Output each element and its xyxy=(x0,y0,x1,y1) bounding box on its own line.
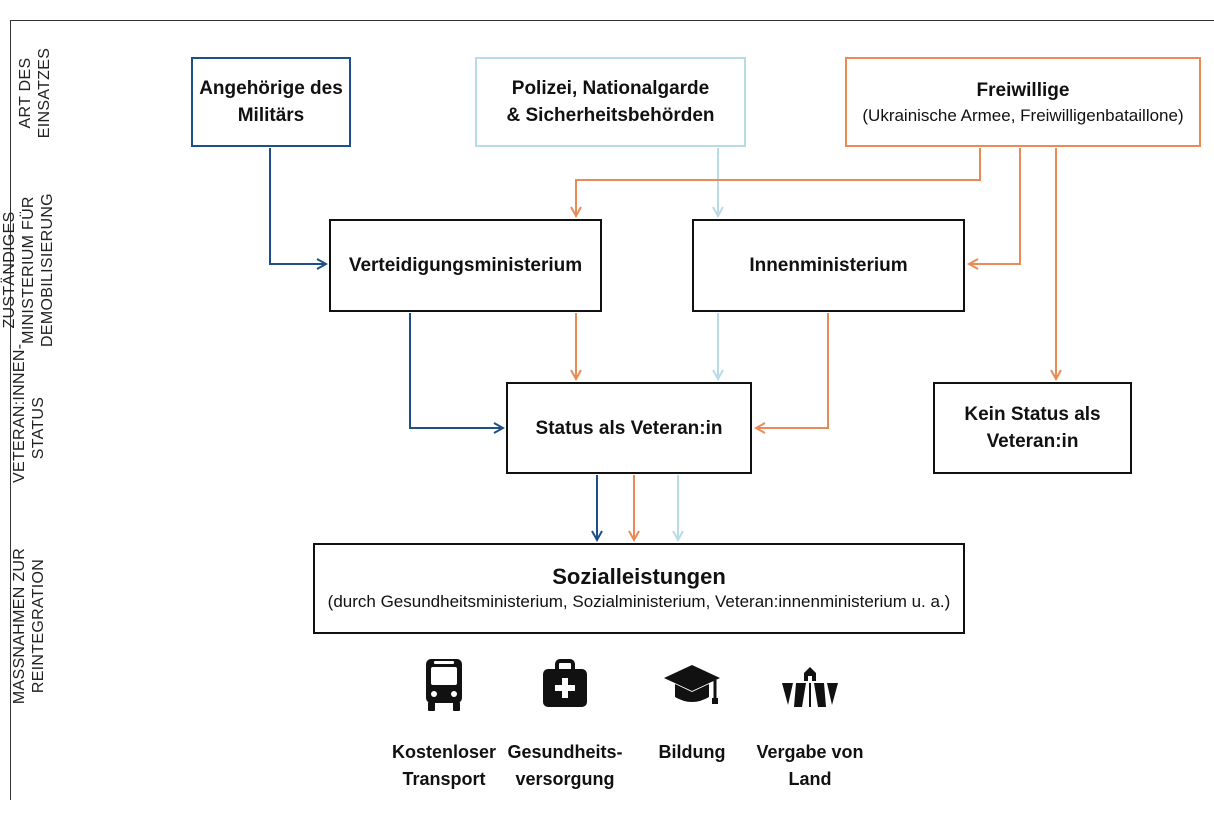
benefit-land-label: Vergabe von Land xyxy=(756,742,864,789)
benefit-education-label: Bildung xyxy=(658,742,726,762)
connector-volunteers-interior xyxy=(969,148,1021,264)
benefit-transport: Kostenloser Transport xyxy=(384,655,504,793)
connector-military-defense xyxy=(269,148,326,264)
benefit-health-label: Gesundheits- versorgung xyxy=(507,742,623,789)
row-label-veteran-status: VETERAN:INNEN- STATUS xyxy=(11,343,47,483)
box-defense-ministry: Verteidigungsministerium xyxy=(329,219,602,312)
box-volunteers: Freiwillige (Ukrainische Armee, Freiwill… xyxy=(845,57,1201,147)
graduation-cap-icon xyxy=(664,665,720,704)
connector-volunteers-defense xyxy=(576,148,981,216)
benefit-health: Gesundheits- versorgung xyxy=(505,655,625,793)
farmland-icon xyxy=(782,667,838,707)
box-social-subtitle: (durch Gesundheitsministerium, Sozialmin… xyxy=(327,592,951,611)
box-volunteers-subtitle: (Ukrainische Armee, Freiwilligenbataillo… xyxy=(862,105,1184,125)
box-social-title: Sozialleistungen xyxy=(552,564,726,589)
box-veteran-status: Status als Veteran:in xyxy=(506,382,752,474)
box-police: Polizei, Nationalgarde & Sicherheitsbehö… xyxy=(475,57,746,147)
box-interior-title: Innenministerium xyxy=(749,255,908,276)
box-no-veteran-status: Kein Status als Veteran:in xyxy=(933,382,1132,474)
benefit-transport-label: Kostenloser Transport xyxy=(391,742,497,789)
box-no-veteran-line1: Kein Status als xyxy=(964,404,1101,425)
box-no-veteran-line2: Veteran:in xyxy=(986,431,1079,452)
connector-interior-veteran-orange xyxy=(756,313,829,428)
medical-bag-icon xyxy=(543,659,587,707)
frame-top-border xyxy=(10,20,1214,21)
frame-left-border xyxy=(10,20,11,800)
box-veteran-title: Status als Veteran:in xyxy=(535,417,723,439)
row-label-responsible-ministry: ZUSTÄNDIGES MINISTERIUM FÜR DEMOBILISIER… xyxy=(1,193,56,347)
box-military-line2: Militärs xyxy=(237,105,305,126)
box-defense-title: Verteidigungsministerium xyxy=(348,255,583,276)
benefit-land: Vergabe von Land xyxy=(750,655,870,793)
box-police-line2: & Sicherheitsbehörden xyxy=(506,105,715,126)
box-social-benefits: Sozialleistungen (durch Gesundheitsminis… xyxy=(313,543,965,634)
connector-defense-veteran-blue xyxy=(409,313,503,428)
box-interior-ministry: Innenministerium xyxy=(692,219,965,312)
box-military: Angehörige des Militärs xyxy=(191,57,351,147)
box-police-line1: Polizei, Nationalgarde xyxy=(511,78,710,99)
benefit-education: Bildung xyxy=(632,655,752,766)
bus-icon xyxy=(426,659,462,711)
row-label-reintegration: MASSNAHMEN ZUR REINTEGRATION xyxy=(11,547,47,705)
row-label-deployment-type: ART DES EINSATZES xyxy=(17,47,53,139)
box-volunteers-title: Freiwillige xyxy=(976,79,1070,101)
box-military-line1: Angehörige des xyxy=(199,78,343,99)
